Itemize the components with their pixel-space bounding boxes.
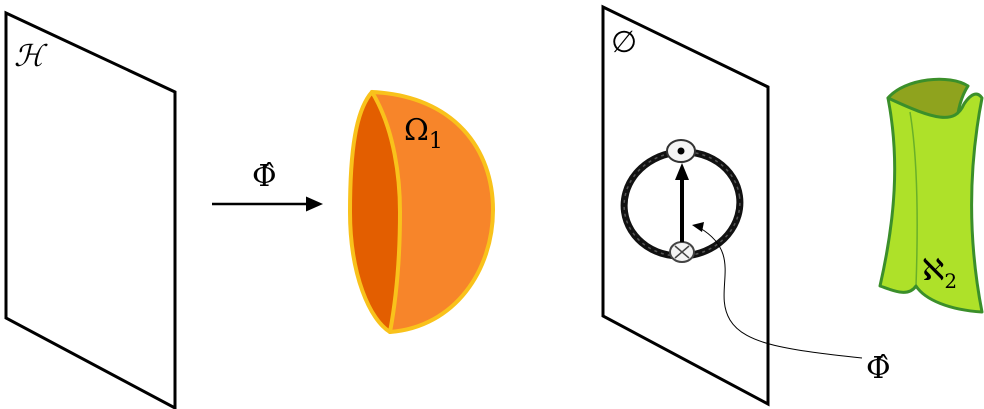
green-sheet: ℵ2 — [880, 79, 982, 312]
omega-subscript: 1 — [429, 129, 443, 154]
empty-plane: ∅ — [603, 7, 862, 404]
empty-label: ∅ — [611, 25, 637, 60]
omega-symbol: Ω — [404, 113, 429, 148]
map-arrow-top: Φ̂ — [212, 159, 323, 212]
hilbert-label: ℋ — [14, 39, 48, 74]
map-arrow-head — [306, 197, 323, 212]
aleph-subscript: 2 — [944, 269, 957, 293]
map-label-top: Φ̂ — [252, 159, 277, 194]
top-point-dot — [678, 148, 685, 155]
hemisphere-omega: Ω1 — [350, 92, 493, 332]
map-label-bottom: Φ̂ — [866, 351, 891, 386]
aleph-symbol: ℵ — [922, 253, 944, 288]
hilbert-plane: ℋ — [6, 13, 175, 408]
